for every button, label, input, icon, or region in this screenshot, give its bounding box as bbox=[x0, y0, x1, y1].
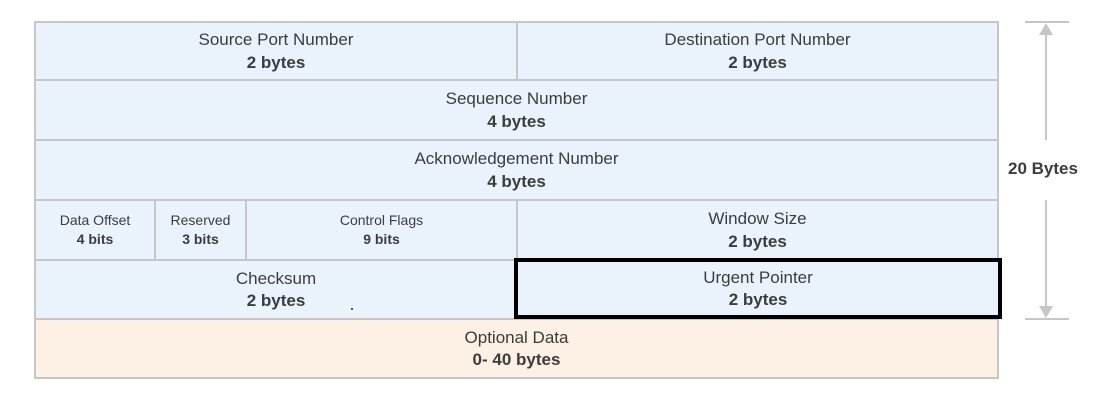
arrow-up-icon bbox=[1039, 23, 1053, 35]
field-checksum: Checksum 2 bytes bbox=[34, 259, 518, 320]
dimension-line-upper bbox=[1045, 34, 1047, 140]
field-name: Urgent Pointer bbox=[703, 267, 813, 287]
field-size: 3 bits bbox=[182, 231, 219, 247]
field-size: 2 bytes bbox=[246, 291, 306, 310]
field-name: Data Offset bbox=[59, 211, 131, 228]
field-name: Window Size bbox=[708, 209, 807, 229]
field-size: 0- 40 bytes bbox=[472, 350, 561, 369]
field-reserved: Reserved 3 bits bbox=[154, 199, 247, 261]
field-size: 2 bytes bbox=[728, 52, 787, 72]
field-size: 2 bytes bbox=[728, 231, 787, 251]
field-optional-data: Optional Data 0- 40 bytes bbox=[34, 318, 999, 379]
dimension-line-lower bbox=[1045, 200, 1047, 306]
field-name: Control Flags bbox=[339, 211, 424, 228]
field-source-port: Source Port Number 2 bytes bbox=[34, 21, 518, 81]
field-window-size: Window Size 2 bytes bbox=[516, 199, 999, 261]
field-size: 2 bytes bbox=[246, 52, 306, 72]
field-name: Checksum bbox=[235, 268, 317, 288]
field-size: 4 bits bbox=[76, 231, 114, 247]
field-size: 2 bytes bbox=[728, 290, 788, 309]
field-name: Acknowledgement Number bbox=[414, 149, 619, 169]
dimension-top-tick bbox=[1025, 21, 1069, 23]
field-destination-port: Destination Port Number 2 bytes bbox=[516, 21, 999, 81]
field-size: 4 bytes bbox=[487, 111, 546, 131]
stray-dot bbox=[351, 308, 353, 310]
field-urgent-pointer: Urgent Pointer 2 bytes bbox=[514, 258, 1002, 319]
field-size: 4 bytes bbox=[487, 171, 546, 191]
field-size: 9 bits bbox=[363, 231, 400, 247]
field-control-flags: Control Flags 9 bits bbox=[245, 199, 518, 261]
arrow-down-icon bbox=[1039, 306, 1053, 318]
field-name: Optional Data bbox=[464, 327, 569, 347]
field-sequence-number: Sequence Number 4 bytes bbox=[34, 79, 999, 141]
dimension-bottom-tick bbox=[1025, 318, 1069, 320]
field-name: Reserved bbox=[170, 211, 231, 228]
field-data-offset: Data Offset 4 bits bbox=[34, 199, 156, 261]
field-name: Destination Port Number bbox=[664, 30, 851, 50]
field-acknowledgement-number: Acknowledgement Number 4 bytes bbox=[34, 139, 999, 201]
dimension-label: 20 Bytes bbox=[1008, 159, 1078, 178]
field-name: Sequence Number bbox=[445, 89, 588, 109]
field-name: Source Port Number bbox=[198, 30, 354, 50]
